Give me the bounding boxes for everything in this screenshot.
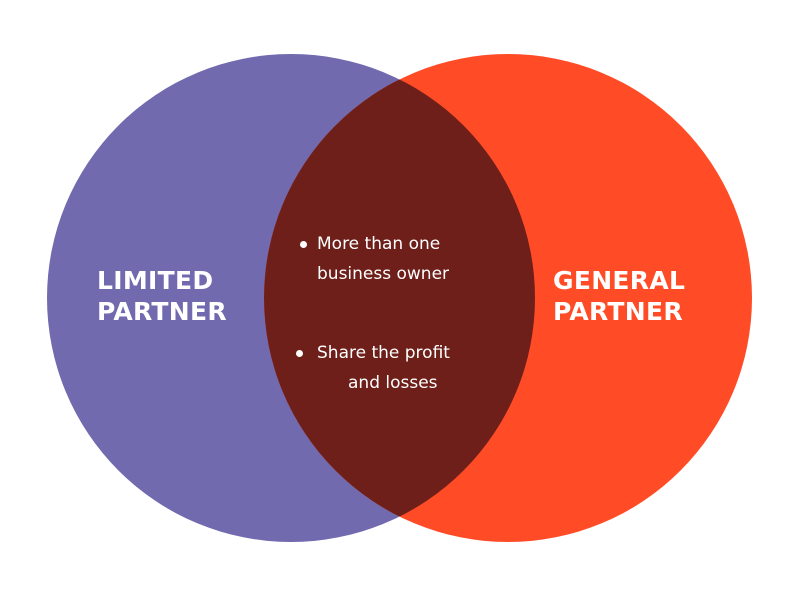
limited-partner-label-line2: PARTNER: [97, 297, 227, 326]
limited-partner-label-line1: LIMITED: [97, 266, 214, 295]
limited-partner-label: LIMITED PARTNER: [97, 265, 227, 327]
general-partner-label: GENERAL PARTNER: [553, 265, 685, 327]
overlap-item-owners: More than one business owner: [300, 229, 450, 289]
overlap-item-profit: Share the profit and losses: [296, 338, 450, 398]
bullet-dot-icon: [296, 350, 303, 357]
overlap-item-owners-line1: More than one: [317, 234, 441, 254]
overlap-item-profit-line2: and losses: [348, 373, 438, 393]
overlap-region: [264, 54, 535, 542]
overlap-item-owners-line2: business owner: [317, 264, 450, 284]
bullet-dot-icon: [300, 241, 307, 248]
general-partner-label-line1: GENERAL: [553, 266, 686, 295]
general-partner-label-line2: PARTNER: [553, 297, 683, 326]
overlap-item-profit-line1: Share the profit: [317, 343, 450, 363]
